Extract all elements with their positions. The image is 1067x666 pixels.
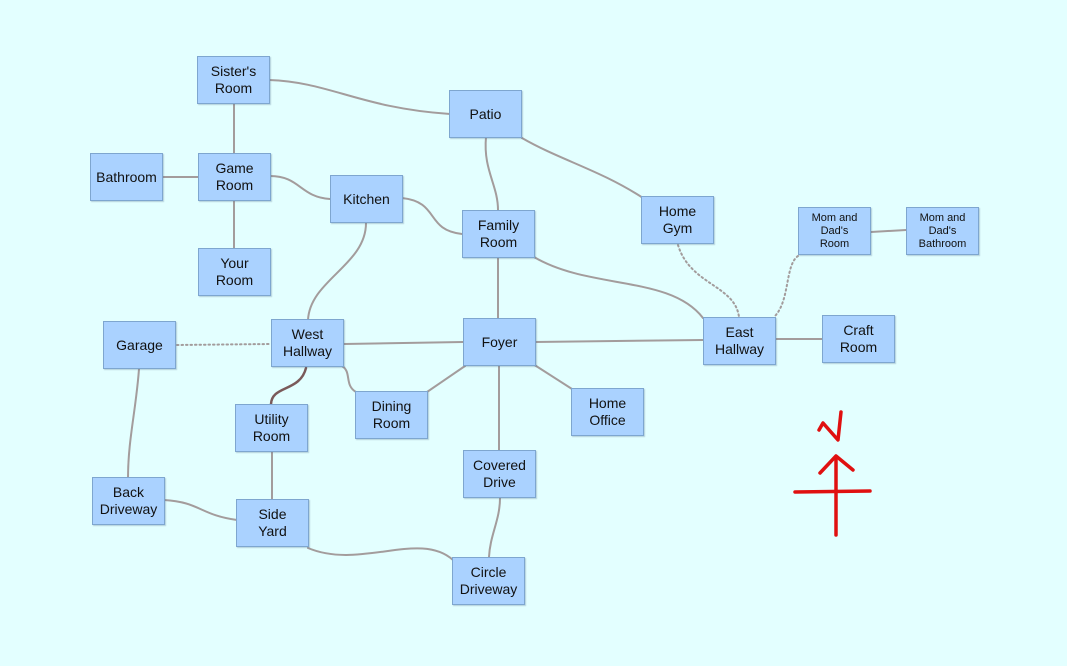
room-game-room[interactable]: Game Room	[198, 153, 271, 201]
room-covered-drive[interactable]: Covered Drive	[463, 450, 536, 498]
room-label: Home Office	[588, 395, 627, 428]
room-label: Back Driveway	[99, 484, 158, 517]
room-label: West Hallway	[282, 326, 332, 359]
link-foyer-dining-room	[426, 365, 466, 393]
link-sisters-room-patio	[268, 79, 451, 115]
room-label: Mom and Dad's Room	[811, 211, 858, 250]
room-home-gym[interactable]: Home Gym	[641, 196, 714, 244]
link-family-room-east-hallway	[533, 256, 704, 319]
room-label: Kitchen	[343, 190, 390, 207]
room-back-driveway[interactable]: Back Driveway	[92, 477, 165, 525]
link-west-hallway-foyer	[343, 341, 464, 345]
room-foyer[interactable]: Foyer	[463, 318, 536, 366]
room-mom-and-dads-bathroom[interactable]: Mom and Dad's Bathroom	[906, 207, 979, 255]
room-label: Utility Room	[252, 411, 291, 444]
room-bathroom[interactable]: Bathroom	[90, 153, 163, 201]
link-home-gym-east-hallway	[677, 244, 740, 318]
link-foyer-east-hallway	[534, 339, 704, 343]
room-label: Family Room	[477, 217, 520, 250]
link-back-driveway-side-yard	[163, 499, 238, 521]
link-garage-west-hallway	[176, 343, 271, 346]
room-dining-room[interactable]: Dining Room	[355, 391, 428, 439]
room-label: Garage	[116, 336, 163, 353]
room-label: Side Yard	[258, 506, 287, 539]
link-kitchen-family-room	[401, 197, 463, 235]
room-label: Bathroom	[96, 168, 157, 185]
room-garage[interactable]: Garage	[103, 321, 176, 369]
link-foyer-home-office	[532, 363, 573, 390]
room-side-yard[interactable]: Side Yard	[236, 499, 309, 547]
room-patio[interactable]: Patio	[449, 90, 522, 138]
room-your-room[interactable]: Your Room	[198, 248, 271, 296]
room-label: Dining Room	[371, 398, 412, 431]
room-label: Sister's Room	[210, 63, 257, 96]
room-label: Foyer	[481, 333, 518, 350]
room-sisters-room[interactable]: Sister's Room	[197, 56, 270, 104]
link-west-hallway-dining-room	[341, 365, 357, 393]
room-east-hallway[interactable]: East Hallway	[703, 317, 776, 365]
link-west-hallway-utility-room	[269, 366, 308, 406]
room-label: Patio	[469, 105, 502, 122]
room-utility-room[interactable]: Utility Room	[235, 404, 308, 452]
room-kitchen[interactable]: Kitchen	[330, 175, 403, 223]
link-mom-room-east-hallway	[774, 255, 799, 317]
room-circle-driveway[interactable]: Circle Driveway	[452, 557, 525, 605]
room-home-office[interactable]: Home Office	[571, 388, 644, 436]
link-garage-back-driveway	[127, 368, 140, 479]
room-label: Mom and Dad's Bathroom	[918, 211, 967, 250]
room-label: Game Room	[215, 160, 254, 193]
link-mom-room-bathroom	[870, 229, 907, 233]
link-kitchen-west-hallway	[307, 222, 367, 321]
room-craft-room[interactable]: Craft Room	[822, 315, 895, 363]
compass-north-icon	[793, 410, 872, 537]
room-mom-and-dads-room[interactable]: Mom and Dad's Room	[798, 207, 871, 255]
link-side-yard-circle-driveway	[307, 547, 454, 561]
link-patio-home-gym	[521, 137, 644, 199]
room-family-room[interactable]: Family Room	[462, 210, 535, 258]
room-label: Your Room	[215, 255, 254, 288]
link-game-room-kitchen	[269, 175, 331, 200]
link-patio-family-room	[484, 136, 499, 211]
room-label: Home Gym	[658, 203, 697, 236]
room-label: East Hallway	[714, 324, 764, 357]
room-west-hallway[interactable]: West Hallway	[271, 319, 344, 367]
room-label: Craft Room	[839, 322, 878, 355]
link-covered-drive-circle-driveway	[488, 497, 501, 558]
room-label: Covered Drive	[473, 457, 526, 490]
room-label: Circle Driveway	[459, 564, 518, 597]
